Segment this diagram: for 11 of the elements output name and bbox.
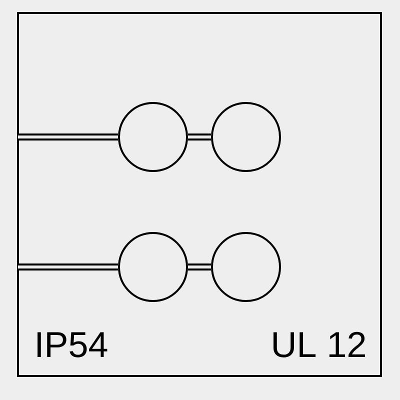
connector-circle <box>118 102 188 172</box>
double-line <box>188 134 211 140</box>
connector-circle <box>211 102 281 172</box>
connector-circle <box>118 232 188 302</box>
double-line <box>188 264 211 270</box>
connector-circle <box>211 232 281 302</box>
double-line <box>18 264 118 270</box>
enclosure-box <box>17 12 382 377</box>
rating-label: IP54 <box>38 332 108 358</box>
double-line <box>18 134 118 140</box>
rating-label: UL 12 <box>274 332 365 358</box>
